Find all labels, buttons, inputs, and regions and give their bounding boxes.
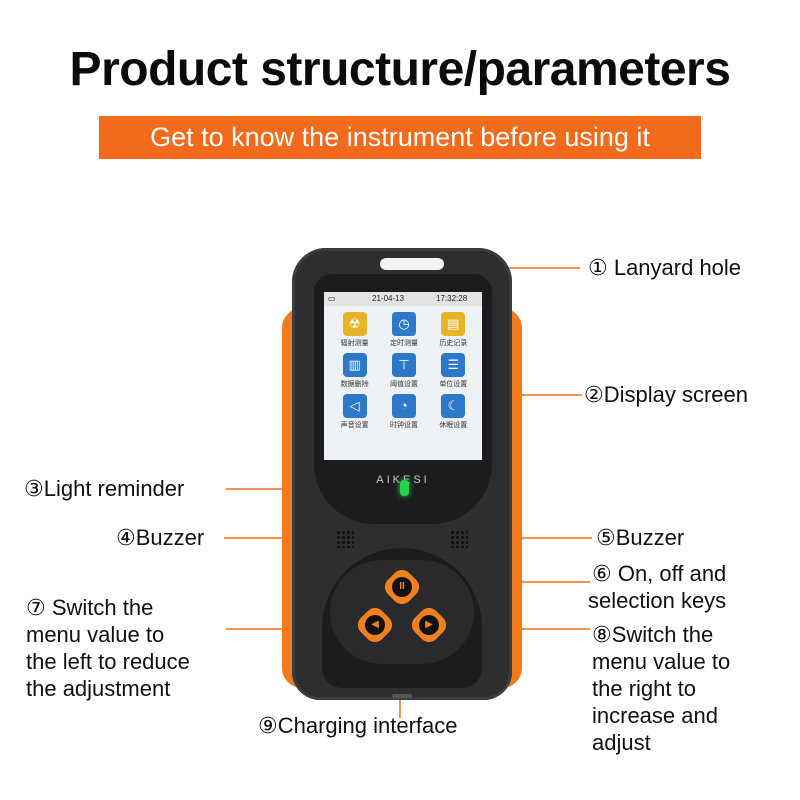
subtitle-banner: Get to know the instrument before using …: [99, 116, 701, 159]
buzzer-left-grille: [336, 530, 354, 548]
lanyard-hole: [380, 258, 444, 270]
menu-item: ◁声音设置: [330, 394, 379, 430]
sound-icon: ◁: [342, 394, 367, 418]
callout-buzzer-left: ④Buzzer: [116, 525, 205, 550]
callout-lanyard: ① Lanyard hole: [588, 255, 742, 280]
light-reminder-led: [400, 480, 409, 496]
menu-item: ☾休眠设置: [429, 394, 478, 430]
callout-keys-2: selection keys: [588, 588, 727, 613]
callout-charging: ⑨Charging interface: [258, 713, 458, 738]
callout-right-3: the right to: [592, 676, 696, 701]
callout-buzzer-right: ⑤Buzzer: [596, 525, 685, 550]
menu-item: ▤历史记录: [429, 312, 478, 348]
charging-port: [392, 694, 412, 698]
clock-icon: ◔: [391, 394, 416, 418]
callout-left-4: the adjustment: [26, 676, 171, 701]
menu-item: ☰单位设置: [429, 353, 478, 389]
buzzer-right-grille: [450, 530, 468, 548]
screen-status-bar: ▭ 21-04-13 17:32:28: [324, 292, 482, 306]
timer-icon: ◷: [391, 312, 416, 336]
unit-icon: ☰: [441, 353, 466, 377]
callout-right-4: increase and: [592, 703, 718, 728]
menu-item: ◔时钟设置: [379, 394, 428, 430]
sleep-icon: ☾: [441, 394, 466, 418]
threshold-icon: ⊤: [391, 353, 416, 377]
device-illustration: ▭ 21-04-13 17:32:28 ☢辐射测量 ◷定时测量 ▤历史记录 ▥数…: [282, 248, 522, 700]
delete-icon: ▥: [342, 353, 367, 377]
menu-item: ▥数据删除: [330, 353, 379, 389]
power-icon: II: [392, 577, 412, 597]
radiation-icon: ☢: [342, 312, 367, 336]
arrow-left-icon: ◀: [365, 615, 385, 635]
battery-icon: ▭: [328, 294, 336, 303]
menu-item: ◷定时测量: [379, 312, 428, 348]
callout-right-5: adjust: [592, 730, 651, 755]
callout-left-1: ⑦ Switch the: [26, 595, 154, 620]
device-body: ▭ 21-04-13 17:32:28 ☢辐射测量 ◷定时测量 ▤历史记录 ▥数…: [292, 248, 512, 700]
callout-display: ②Display screen: [584, 382, 749, 407]
callout-right-2: menu value to: [592, 649, 731, 674]
menu-item: ⊤阈值设置: [379, 353, 428, 389]
callout-left-3: the left to reduce: [26, 649, 190, 674]
screen-bezel: ▭ 21-04-13 17:32:28 ☢辐射测量 ◷定时测量 ▤历史记录 ▥数…: [314, 274, 492, 524]
arrow-right-icon: ▶: [419, 615, 439, 635]
status-time: 17:32:28: [436, 294, 468, 303]
callout-light: ③Light reminder: [24, 476, 185, 501]
menu-grid: ☢辐射测量 ◷定时测量 ▤历史记录 ▥数据删除 ⊤阈值设置 ☰单位设置 ◁声音设…: [330, 312, 478, 430]
menu-item: ☢辐射测量: [330, 312, 379, 348]
page-title: Product structure/parameters: [69, 43, 731, 96]
callout-left-2: menu value to: [26, 622, 165, 647]
history-icon: ▤: [441, 312, 466, 336]
callout-right-1: ⑧Switch the: [592, 622, 714, 647]
status-date: 21-04-13: [372, 294, 405, 303]
display-screen: ▭ 21-04-13 17:32:28 ☢辐射测量 ◷定时测量 ▤历史记录 ▥数…: [324, 292, 482, 460]
callout-keys-1: ⑥ On, off and: [592, 561, 727, 586]
